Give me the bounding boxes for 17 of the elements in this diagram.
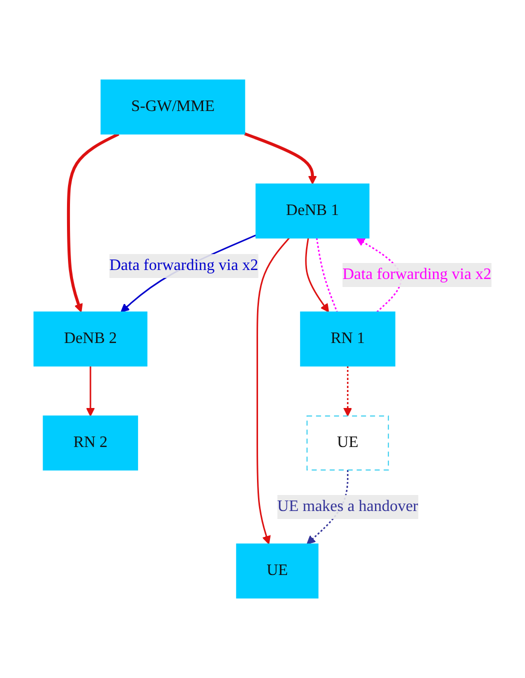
edge-label: UE makes a handover bbox=[277, 498, 418, 515]
arrow bbox=[244, 132, 317, 184]
node-box: DeNB 1 bbox=[255, 184, 370, 238]
edge-label: Data forwarding via x2 bbox=[342, 266, 492, 283]
node-box: UE bbox=[306, 416, 389, 470]
node-box: UE bbox=[236, 544, 318, 598]
connector bbox=[316, 238, 338, 312]
node-box: RN 1 bbox=[300, 312, 396, 366]
arrow bbox=[86, 366, 95, 416]
edge-label: Data forwarding via x2 bbox=[109, 257, 258, 274]
node-box: S-GW/MME bbox=[100, 80, 245, 134]
node-box: DeNB 2 bbox=[33, 312, 148, 366]
arrow bbox=[304, 238, 329, 312]
arrow bbox=[343, 366, 352, 416]
arrow bbox=[66, 132, 120, 312]
node-box: RN 2 bbox=[42, 416, 138, 470]
arrow bbox=[256, 238, 290, 544]
